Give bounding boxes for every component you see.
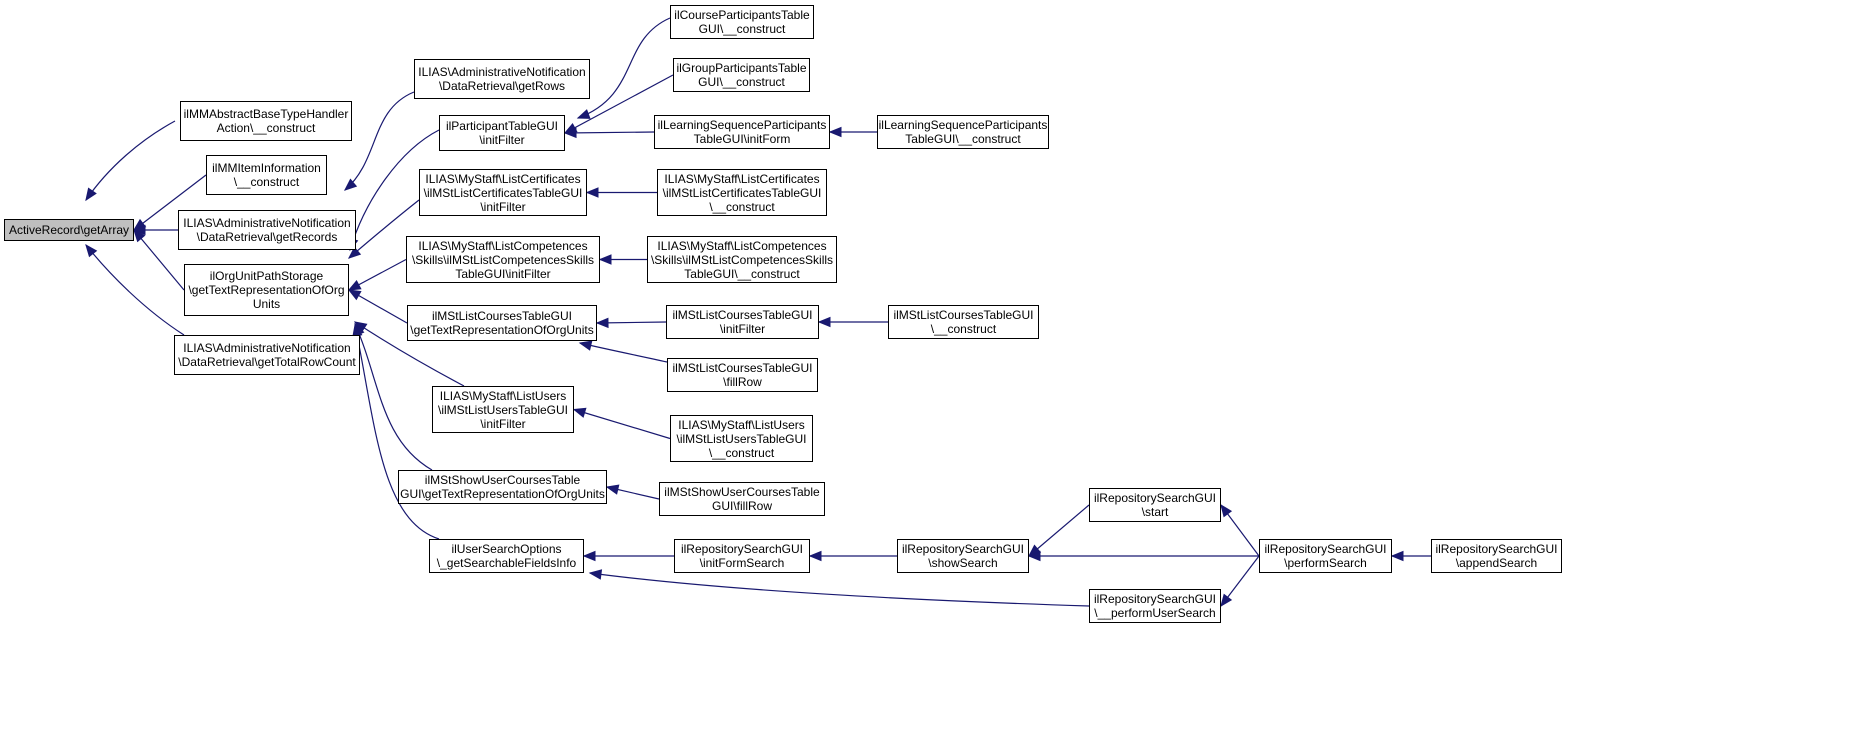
edge-orgunit-to-root <box>133 228 185 291</box>
node-usersearch[interactable]: ilUserSearchOptions \_getSearchableField… <box>429 539 584 573</box>
edge-lsconstr-to-lsinitform <box>828 126 877 138</box>
edge-repoinitform-to-usersearch <box>582 550 674 562</box>
node-compconstr[interactable]: ILIAS\MyStaff\ListCompetences \Skills\il… <box>647 236 837 283</box>
node-usersfilter[interactable]: ILIAS\MyStaff\ListUsers \ilMStListUsersT… <box>432 386 574 433</box>
node-getrows[interactable]: ILIAS\AdministrativeNotification \DataRe… <box>414 59 590 99</box>
node-showuserfillrow[interactable]: ilMStShowUserCoursesTable GUI\fillRow <box>659 482 825 516</box>
edge-usersconstr-to-usersfilter <box>572 407 671 440</box>
node-participant[interactable]: ilParticipantTableGUI \initFilter <box>439 115 565 151</box>
node-orgunit[interactable]: ilOrgUnitPathStorage \getTextRepresentat… <box>184 264 349 316</box>
node-repoperform[interactable]: ilRepositorySearchGUI \performSearch <box>1259 539 1392 573</box>
node-reposhow[interactable]: ilRepositorySearchGUI \showSearch <box>897 539 1029 573</box>
node-getrecords[interactable]: ILIAS\AdministrativeNotification \DataRe… <box>178 210 356 250</box>
node-repoinitform[interactable]: ilRepositorySearchGUI \initFormSearch <box>674 539 810 573</box>
edge-coursesfillrow-to-coursestext <box>578 340 668 363</box>
edge-certconstr-to-certfilter <box>585 187 657 198</box>
edge-showuserfillrow-to-showusertext <box>605 484 660 500</box>
node-usersconstr[interactable]: ILIAS\MyStaff\ListUsers \ilMStListUsersT… <box>670 415 813 462</box>
edge-lsinitform-to-participant <box>563 127 655 139</box>
node-showusertext[interactable]: ilMStShowUserCoursesTable GUI\getTextRep… <box>398 470 607 504</box>
edge-courseconstr-to-participant <box>576 17 671 119</box>
node-repouser[interactable]: ilRepositorySearchGUI \__performUserSear… <box>1089 589 1221 623</box>
node-repostart[interactable]: ilRepositorySearchGUI \start <box>1089 488 1221 522</box>
edge-getrecords-to-root <box>132 224 178 236</box>
edge-compfilter-to-orgunit <box>347 258 407 291</box>
node-mmabstract[interactable]: ilMMAbstractBaseTypeHandler Action\__con… <box>180 101 352 141</box>
node-root: ActiveRecord\getArray <box>4 219 134 241</box>
edge-repoperform-to-repouser <box>1220 555 1260 608</box>
edge-getrows-to-getrecords <box>343 91 415 191</box>
node-mmitem[interactable]: ilMMItemInformation \__construct <box>206 155 327 195</box>
edge-repoperform-to-repostart <box>1220 503 1260 557</box>
edge-usersearch-to-orgunit <box>352 323 440 540</box>
node-repoappend[interactable]: ilRepositorySearchGUI \appendSearch <box>1431 539 1562 573</box>
edge-repoappend-to-repoperform <box>1390 550 1431 562</box>
edge-coursesconstr-to-coursesinit <box>817 316 888 328</box>
node-groupconstr[interactable]: ilGroupParticipantsTable GUI\__construct <box>673 58 810 92</box>
edge-coursestext-to-orgunit <box>347 289 408 324</box>
node-certfilter[interactable]: ILIAS\MyStaff\ListCertificates \ilMStLis… <box>419 169 587 216</box>
edge-compconstr-to-compfilter <box>598 254 647 265</box>
edge-totalrowcount-to-root <box>85 243 185 336</box>
edge-repostart-to-reposhow <box>1027 504 1090 557</box>
node-coursestext[interactable]: ilMStListCoursesTableGUI \getTextReprese… <box>407 305 597 341</box>
node-coursesfillrow[interactable]: ilMStListCoursesTableGUI \fillRow <box>667 358 818 392</box>
edge-repoperform-to-reposhow <box>1027 550 1259 562</box>
node-lsconstr[interactable]: ilLearningSequenceParticipants TableGUI\… <box>877 115 1049 149</box>
edge-coursesinit-to-coursestext <box>595 317 667 329</box>
node-coursesinit[interactable]: ilMStListCoursesTableGUI \initFilter <box>666 305 819 339</box>
edge-mmabstract-to-root <box>85 120 176 202</box>
edge-certfilter-to-orgunit <box>347 199 420 259</box>
edge-reposhow-to-repoinitform <box>808 550 897 562</box>
node-compfilter[interactable]: ILIAS\MyStaff\ListCompetences \Skills\il… <box>406 236 600 283</box>
node-coursesconstr[interactable]: ilMStListCoursesTableGUI \__construct <box>888 305 1039 339</box>
node-certconstr[interactable]: ILIAS\MyStaff\ListCertificates \ilMStLis… <box>657 169 827 216</box>
node-totalrowcount[interactable]: ILIAS\AdministrativeNotification \DataRe… <box>174 335 360 375</box>
node-lsinitform[interactable]: ilLearningSequenceParticipants TableGUI\… <box>654 115 830 149</box>
node-courseconstr[interactable]: ilCourseParticipantsTable GUI\__construc… <box>670 5 814 39</box>
edge-repouser-to-usersearch <box>588 569 1090 607</box>
